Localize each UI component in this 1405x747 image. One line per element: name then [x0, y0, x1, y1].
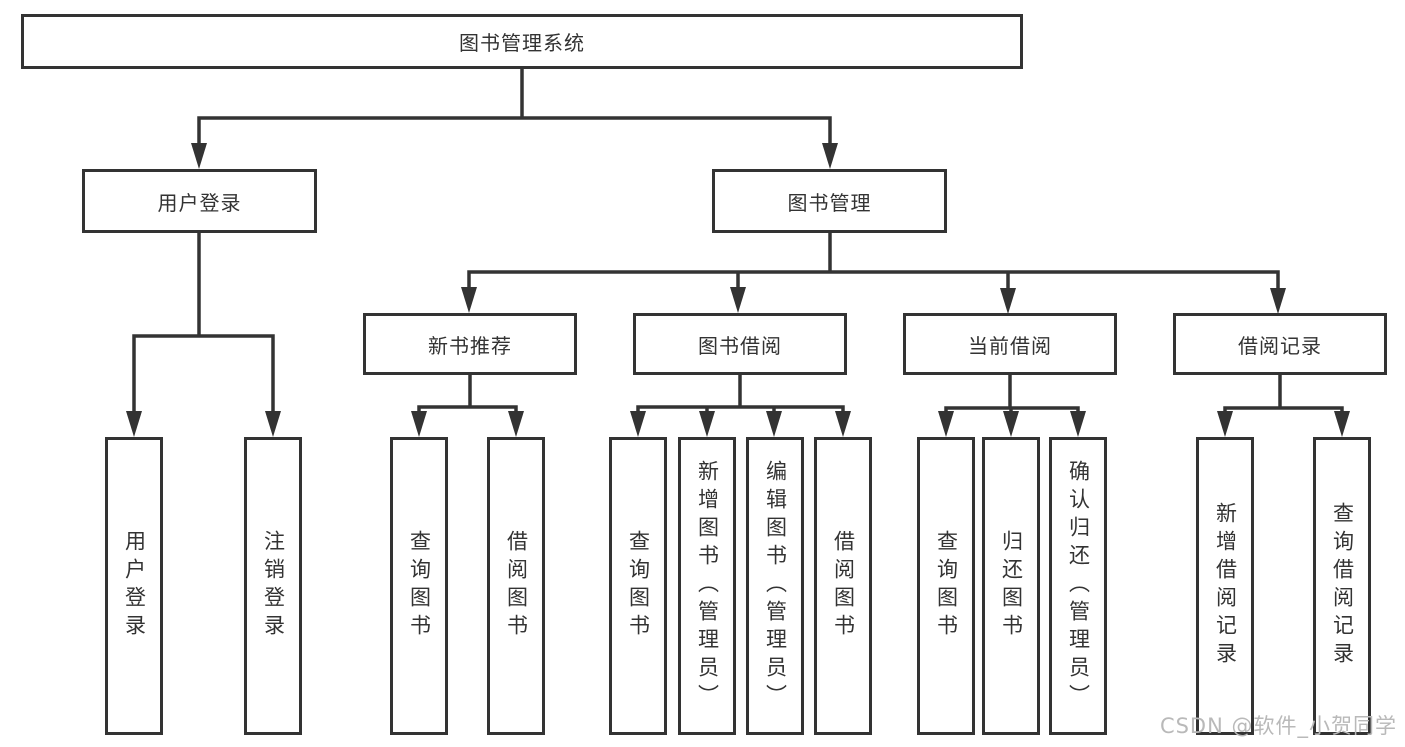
arrow-down-icon	[461, 287, 477, 313]
arrow-down-icon	[265, 411, 281, 437]
node-new-book-recommend: 新书推荐	[363, 313, 577, 375]
node-user-login: 用户登录	[82, 169, 317, 233]
arrow-down-icon	[766, 411, 782, 437]
node-label: 确认归还（管理员）	[1066, 460, 1091, 712]
connector-user-login-group	[132, 231, 275, 417]
node-label: 借阅图书	[504, 530, 529, 642]
node-label: 归还图书	[999, 530, 1024, 642]
arrow-down-icon	[1334, 411, 1350, 437]
leaf-user-login: 用户登录	[105, 437, 163, 735]
arrow-down-icon	[699, 411, 715, 437]
node-current-borrowing: 当前借阅	[903, 313, 1117, 375]
node-label: 用户登录	[157, 190, 242, 215]
connector-root-to-level2	[197, 67, 832, 149]
node-label: 借阅记录	[1238, 333, 1322, 358]
node-label: 图书管理系统	[459, 31, 585, 55]
node-label: 图书借阅	[698, 333, 782, 358]
arrow-down-icon	[938, 411, 954, 437]
arrow-down-icon	[411, 411, 427, 437]
node-label: 查询借阅记录	[1330, 502, 1355, 670]
node-root-library-system: 图书管理系统	[21, 14, 1023, 69]
arrow-down-icon	[1070, 411, 1086, 437]
arrow-down-icon	[1000, 288, 1016, 314]
node-label: 图书管理	[787, 190, 872, 215]
node-label: 注销登录	[261, 530, 286, 642]
leaf-borrow-edit-books-admin: 编辑图书（管理员）	[746, 437, 804, 735]
leaf-current-confirm-return-admin: 确认归还（管理员）	[1049, 437, 1107, 735]
leaf-records-query-record: 查询借阅记录	[1313, 437, 1371, 735]
arrow-down-icon	[191, 143, 207, 169]
node-label: 新增借阅记录	[1213, 502, 1238, 670]
leaf-recommend-query-books: 查询图书	[390, 437, 448, 735]
arrow-down-icon	[126, 411, 142, 437]
node-label: 当前借阅	[968, 333, 1052, 358]
connector-new-book-rec-group	[417, 373, 518, 417]
arrow-down-icon	[508, 411, 524, 437]
arrow-down-icon	[822, 143, 838, 169]
node-book-borrowing: 图书借阅	[633, 313, 847, 375]
arrow-down-icon	[1003, 411, 1019, 437]
node-book-management: 图书管理	[712, 169, 947, 233]
node-label: 查询图书	[934, 530, 959, 642]
connector-book-borrow-group	[636, 373, 845, 417]
arrow-down-icon	[730, 287, 746, 313]
node-label: 编辑图书（管理员）	[763, 460, 788, 712]
node-label: 查询图书	[626, 530, 651, 642]
node-label: 借阅图书	[831, 530, 856, 642]
leaf-current-query-books: 查询图书	[917, 437, 975, 735]
node-label: 用户登录	[122, 530, 147, 642]
arrow-down-icon	[630, 411, 646, 437]
leaf-records-add-record: 新增借阅记录	[1196, 437, 1254, 735]
node-borrowing-records: 借阅记录	[1173, 313, 1387, 375]
connector-borrow-record-group	[1223, 373, 1344, 417]
leaf-current-return-books: 归还图书	[982, 437, 1040, 735]
arrow-down-icon	[1270, 288, 1286, 314]
node-label: 新增图书（管理员）	[695, 460, 720, 712]
connector-book-mgmt-to-level3	[467, 231, 1280, 293]
csdn-watermark: CSDN @软件_小贺同学	[1159, 714, 1397, 738]
node-label: 新书推荐	[428, 333, 512, 358]
connector-current-borrow-group	[944, 373, 1080, 417]
leaf-borrow-borrow-books: 借阅图书	[814, 437, 872, 735]
leaf-borrow-query-books: 查询图书	[609, 437, 667, 735]
node-label: 查询图书	[407, 530, 432, 642]
leaf-recommend-borrow-books: 借阅图书	[487, 437, 545, 735]
arrow-down-icon	[835, 411, 851, 437]
leaf-borrow-add-books-admin: 新增图书（管理员）	[678, 437, 736, 735]
arrow-down-icon	[1217, 411, 1233, 437]
leaf-logout: 注销登录	[244, 437, 302, 735]
